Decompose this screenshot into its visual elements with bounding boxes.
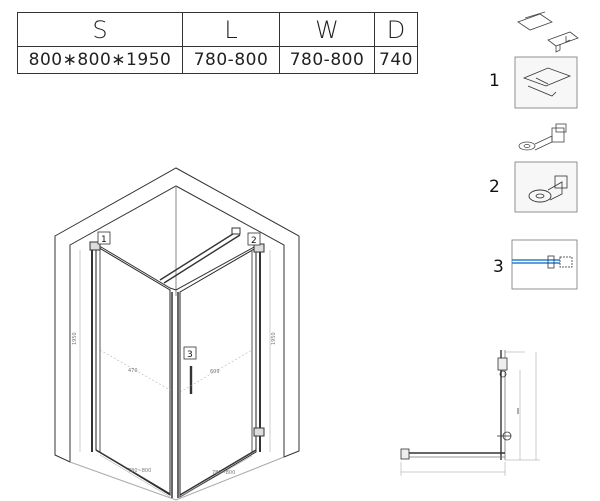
header-s: S: [17, 12, 183, 47]
detail-1-part-sketch: [517, 11, 579, 53]
spec-table: S L W D 800∗800∗1950 780-800 780-800 740: [17, 12, 418, 74]
plan-view: [400, 350, 519, 460]
hinge-left: [89, 241, 101, 251]
left-glass-panel: [95, 245, 171, 496]
tag-2-label: 2: [251, 236, 257, 246]
right-glass-panel: [179, 247, 257, 498]
bottom-profile: [95, 449, 257, 496]
tag-1-label: 1: [101, 235, 107, 245]
value-w: 780-800: [279, 46, 375, 74]
dim-left-inner: 470: [128, 368, 138, 374]
floor-line: [69, 456, 285, 501]
stabilizer-clamp: [231, 227, 241, 235]
detail-3-frame: [511, 239, 578, 290]
header-l: L: [182, 12, 280, 47]
detail-1-frame: [514, 56, 578, 109]
tag-box-2: 2: [247, 232, 261, 246]
value-d: 740: [374, 46, 418, 74]
plan-dimensions: [400, 351, 540, 476]
top-edge: [95, 243, 257, 291]
detail-2-frame: [514, 161, 578, 213]
tag-box-3: 3: [183, 346, 197, 360]
spec-header-row: S L W D: [17, 12, 418, 47]
spec-value-row: 800∗800∗1950 780-800 780-800 740: [17, 46, 418, 74]
callout-1: 1: [489, 71, 500, 91]
hinge-bottom-right: [253, 427, 265, 437]
header-d: D: [374, 12, 418, 47]
callout-3: 3: [493, 257, 504, 277]
tag-3-label: 3: [187, 350, 193, 360]
callout-2: 2: [489, 177, 500, 197]
tag-box-1: 1: [97, 231, 111, 245]
dim-right-inner: 609: [210, 369, 220, 375]
enclosure-isometric: [54, 167, 300, 501]
dim-bottom-left: 780~800: [128, 468, 151, 474]
dim-left-height: 1950: [72, 332, 78, 345]
dim-right-height: 1950: [271, 332, 277, 345]
stabilizer-bar: [159, 231, 241, 284]
wall-outline: [54, 167, 300, 463]
detail-2-part-sketch: [518, 123, 567, 151]
dim-bottom-right: 780~800: [212, 470, 235, 476]
enclosure-dimensions: [79, 250, 271, 498]
